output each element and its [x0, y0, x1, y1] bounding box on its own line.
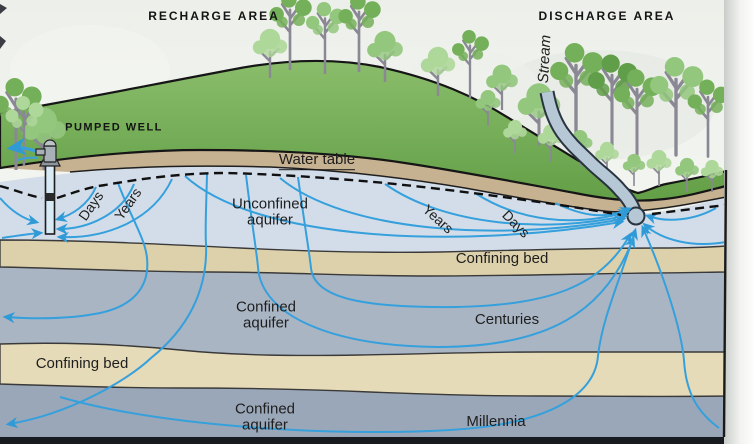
grass-surface — [0, 59, 728, 202]
stream-discharge-point — [626, 206, 646, 226]
discharge-area-label: DISCHARGE AREA — [538, 8, 676, 23]
unconfined-aquifer-label: Unconfined aquifer — [232, 195, 308, 228]
deep-aquifer-layer — [0, 384, 726, 444]
aquifer-layers — [0, 165, 727, 444]
confining-bed-lower-label: Confining bed — [35, 355, 129, 373]
confined-aquifer-upper-label: Confined aquifer — [235, 298, 297, 331]
pumped-well-label: PUMPED WELL — [65, 121, 163, 134]
water-table-label: Water table — [278, 151, 356, 170]
water-table-line — [0, 171, 727, 217]
confined-aquifer-lower-label: Confined aquifer — [234, 400, 296, 433]
centuries-label: Centuries — [474, 311, 540, 329]
recharge-area-label: RECHARGE AREA — [148, 8, 280, 23]
base-band — [0, 437, 726, 444]
pump-spout — [35, 148, 46, 156]
pump-cap — [43, 139, 57, 147]
pumped-well — [6, 137, 61, 235]
terrain — [0, 59, 728, 213]
pump-body — [43, 145, 57, 163]
millennia-label: Millennia — [466, 413, 526, 431]
page-margin — [724, 0, 754, 444]
groundwater-flow-lines — [0, 173, 727, 434]
stream-label: Stream — [534, 34, 555, 84]
section-edge — [722, 169, 728, 438]
confining-bed-upper-label: Confining bed — [455, 250, 549, 268]
